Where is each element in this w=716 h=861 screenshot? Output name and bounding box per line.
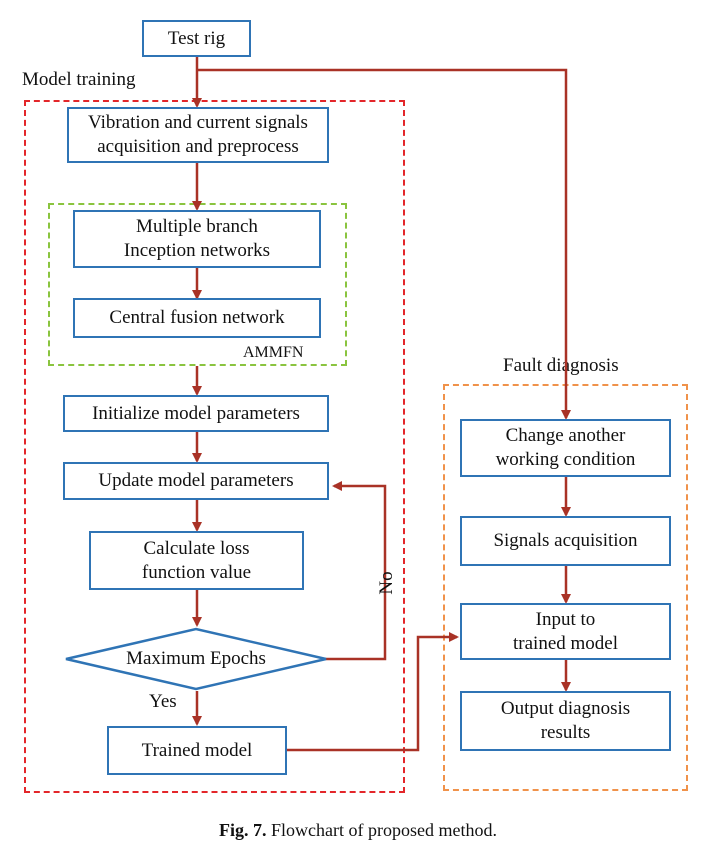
arrow-trained-to-input xyxy=(286,632,459,752)
trained-model-box: Trained model xyxy=(107,726,287,775)
caption-label: Fig. 7. xyxy=(219,820,267,840)
loss-box: Calculate loss function value xyxy=(89,531,304,590)
arrow-testrig-to-change xyxy=(197,68,571,420)
no-label: No xyxy=(376,571,397,595)
fusion-box: Central fusion network xyxy=(73,298,321,338)
decision-diamond xyxy=(65,627,327,691)
change-condition-box: Change another working condition xyxy=(460,419,671,477)
init-box: Initialize model parameters xyxy=(63,395,329,432)
yes-label: Yes xyxy=(149,691,177,712)
input-trained-model-box: Input to trained model xyxy=(460,603,671,660)
inception-box: Multiple branch Inception networks xyxy=(73,210,321,268)
test-rig-box: Test rig xyxy=(142,20,251,57)
update-box: Update model parameters xyxy=(63,462,329,500)
acquisition-box: Vibration and current signals acquisitio… xyxy=(67,107,329,163)
figure-caption: Fig. 7. Flowchart of proposed method. xyxy=(0,820,716,841)
arrow-decision-no-loop xyxy=(325,481,387,661)
caption-text: Flowchart of proposed method. xyxy=(271,820,497,840)
model-training-label: Model training xyxy=(22,69,136,90)
decision-label: Maximum Epochs xyxy=(126,648,266,669)
fault-diagnosis-label: Fault diagnosis xyxy=(503,355,619,376)
signals-acquisition-box: Signals acquisition xyxy=(460,516,671,566)
ammfn-label: AMMFN xyxy=(243,344,304,361)
model-training-region xyxy=(24,100,405,793)
output-results-box: Output diagnosis results xyxy=(460,691,671,751)
